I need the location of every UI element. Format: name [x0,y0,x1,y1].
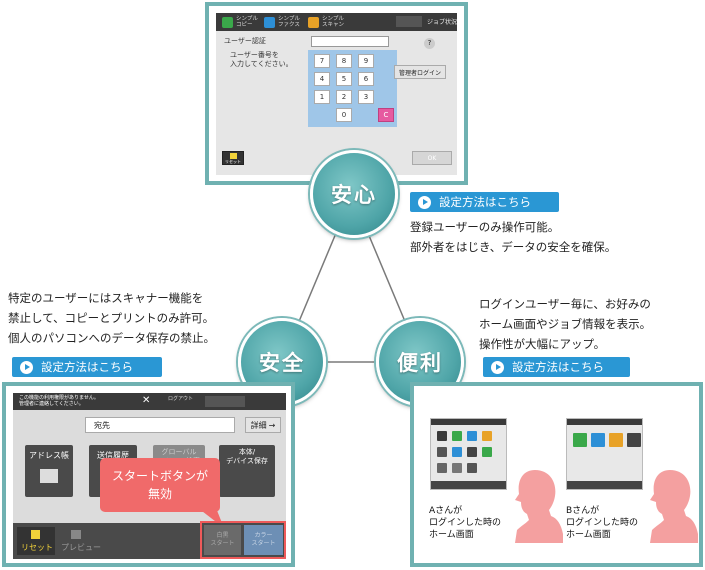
copy-icon [222,16,233,28]
play-icon [418,195,431,209]
key-7[interactable]: 7 [314,54,330,68]
person-b-silhouette [650,470,698,543]
mode-simple-scan[interactable]: シンプル スキャン [308,16,344,28]
prompt-text: ユーザー番号を 入力してください。 [230,51,293,68]
right-screenshot-frame: Aさんが ログインした時の ホーム画面 Bさんが ログインした時の ホーム画面 [410,382,703,567]
reset-icon [31,530,40,539]
circle-anshin: 安心 [310,150,398,238]
desc-benri: ログインユーザー毎に、お好みの ホーム画面やジョブ情報を表示。 操作性が大幅にア… [479,297,652,351]
caption-a: Aさんが ログインした時の ホーム画面 [429,506,502,540]
key-3[interactable]: 3 [358,90,374,104]
settings-link-anshin[interactable]: 設定方法はこちら [410,192,559,212]
tile-device-save[interactable]: 本体/ デバイス保存 [219,445,275,497]
status-icons [205,396,245,407]
close-icon[interactable]: ✕ [142,395,151,406]
clear-key[interactable]: C [378,108,394,122]
job-status-button[interactable]: ジョブ状況 [427,19,457,26]
mono-start-button[interactable]: 白黒 スタート [204,525,241,555]
desc-anshin: 登録ユーザーのみ操作可能。 部外者をはじき、データの安全を確保。 [410,220,617,254]
key-6[interactable]: 6 [358,72,374,86]
fax-icon [264,16,275,28]
preview-icon [71,530,81,539]
mode-simple-fax[interactable]: シンプル ファクス [264,16,300,28]
status-icons [396,16,422,27]
ok-button[interactable]: OK [412,151,452,165]
admin-login-button[interactable]: 管理者ログイン [394,65,446,79]
key-5[interactable]: 5 [336,72,352,86]
color-start-button[interactable]: カラー スタート [244,525,283,555]
top-screenshot-frame: シンプル コピー シンプル ファクス シンプル スキャン ジョブ状況 ユーザー認… [205,2,468,185]
top-bar: シンプル コピー シンプル ファクス シンプル スキャン ジョブ状況 [216,13,457,31]
key-0[interactable]: 0 [336,108,352,122]
person-a-silhouette [515,470,563,543]
help-button[interactable]: ? [424,38,435,49]
key-2[interactable]: 2 [336,90,352,104]
bottom-bar: リセット プレビュー 白黒 スタート カラー スタート [13,521,286,559]
play-icon [491,360,504,374]
top-bar: この機能の利用権限がありません。 管理者に連絡してください。 ✕ ログアウト [13,393,286,410]
key-9[interactable]: 9 [358,54,374,68]
keypad: 7 8 9 4 5 6 1 2 3 0 C [308,50,397,127]
home-screen-b [566,418,643,490]
desc-anzen: 特定のユーザーにはスキャナー機能を 禁止して、コピーとプリントのみ許可。 個人の… [8,291,215,345]
address-book-icon [40,469,58,483]
left-screenshot-frame: この機能の利用権限がありません。 管理者に連絡してください。 ✕ ログアウト 宛… [2,382,295,567]
scan-icon [308,16,319,28]
permission-notice: この機能の利用権限がありません。 管理者に連絡してください。 [19,395,99,407]
tile-address-book[interactable]: アドレス帳 [25,445,73,497]
play-icon [20,360,33,374]
reset-button[interactable]: リセット [222,151,244,165]
login-screen: シンプル コピー シンプル ファクス シンプル スキャン ジョブ状況 ユーザー認… [216,13,457,175]
disabled-start-highlight [200,521,286,559]
key-1[interactable]: 1 [314,90,330,104]
mode-simple-copy[interactable]: シンプル コピー [222,16,258,28]
reset-button[interactable]: リセット [17,527,55,555]
page-title: ユーザー認証 [224,37,266,45]
destination-row[interactable]: 宛先 [85,417,235,433]
caption-b: Bさんが ログインした時の ホーム画面 [566,506,639,540]
logout-button[interactable]: ログアウト [168,396,194,402]
settings-link-benri[interactable]: 設定方法はこちら [483,357,630,377]
preview-button[interactable]: プレビュー [59,527,109,555]
arrow-right-icon: → [268,420,276,430]
user-number-input[interactable] [311,36,389,47]
disabled-start-callout: スタートボタンが 無効 [100,458,220,512]
home-screen-a [430,418,507,490]
reset-icon [230,153,237,159]
key-4[interactable]: 4 [314,72,330,86]
settings-link-anzen[interactable]: 設定方法はこちら [12,357,162,377]
key-8[interactable]: 8 [336,54,352,68]
send-screen: この機能の利用権限がありません。 管理者に連絡してください。 ✕ ログアウト 宛… [13,393,286,559]
detail-button[interactable]: 詳細→ [245,417,281,433]
